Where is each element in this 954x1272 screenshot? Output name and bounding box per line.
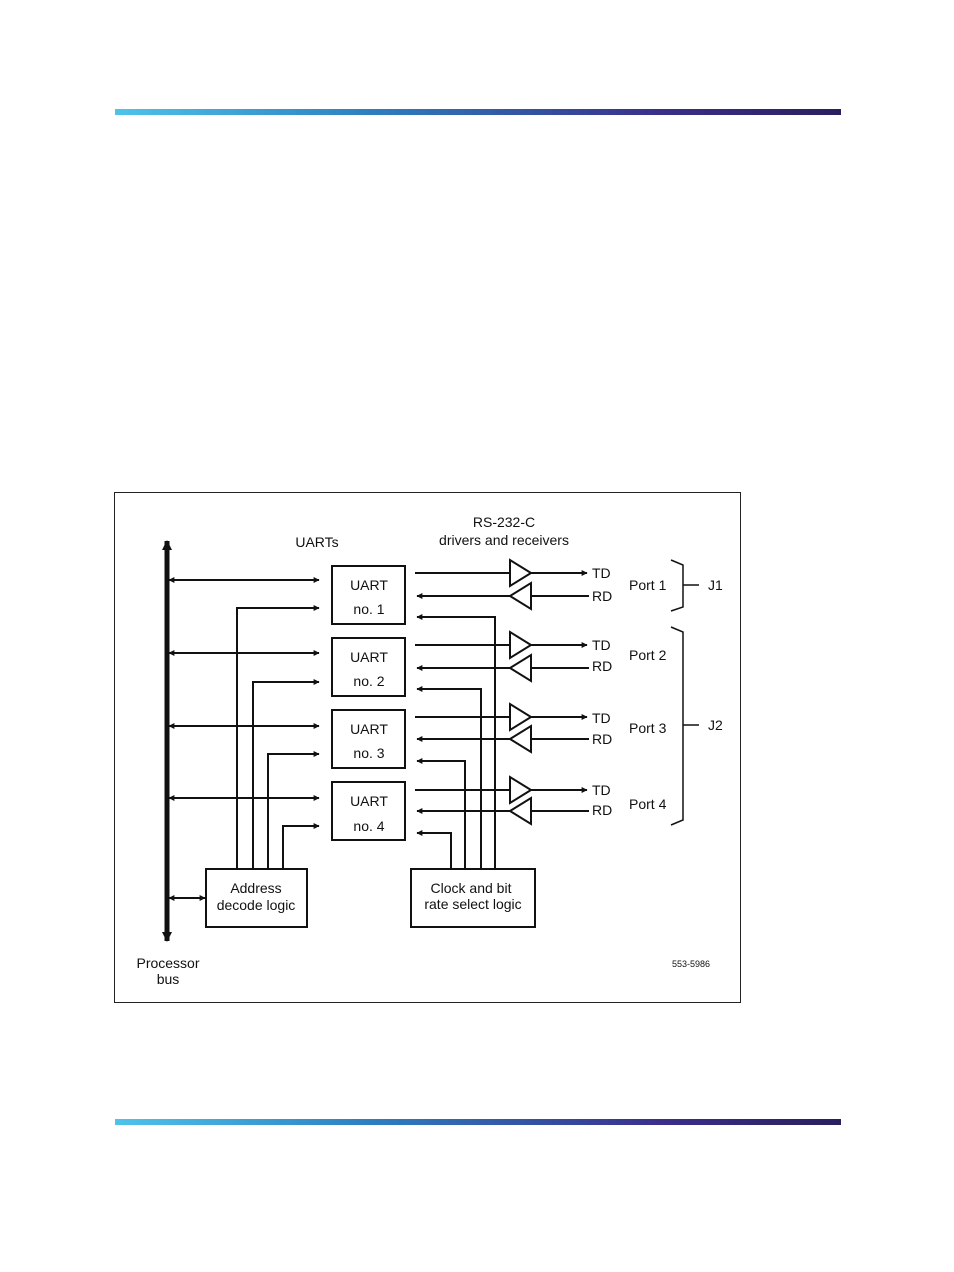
connector-j1-label: J1 (708, 577, 723, 593)
address-decode-block: Address decode logic (206, 869, 307, 927)
svg-text:no. 4: no. 4 (353, 818, 384, 834)
rs232-label-line1: RS-232-C (473, 514, 535, 530)
svg-text:Port 1: Port 1 (629, 577, 667, 593)
connector-braces (671, 560, 699, 825)
svg-text:RD: RD (592, 588, 612, 604)
rs232-label-line2: drivers and receivers (439, 532, 569, 548)
td-rd-lines (415, 573, 589, 811)
svg-text:no. 1: no. 1 (353, 601, 384, 617)
svg-text:Port 2: Port 2 (629, 647, 667, 663)
svg-text:TD: TD (592, 565, 611, 581)
svg-text:UART: UART (350, 793, 388, 809)
uart-4-block: UART no. 4 (332, 782, 405, 840)
svg-text:RD: RD (592, 731, 612, 747)
address-select-lines (237, 608, 319, 869)
header-gradient-rule (115, 109, 841, 115)
svg-text:decode logic: decode logic (217, 897, 296, 913)
clock-lines (417, 617, 495, 869)
uarts-label: UARTs (295, 534, 338, 550)
footer-gradient-rule (115, 1119, 841, 1125)
svg-text:UART: UART (350, 577, 388, 593)
port-labels: Port 1 Port 2 Port 3 Port 4 (629, 577, 667, 812)
svg-text:Port 4: Port 4 (629, 796, 667, 812)
uart-1-block: UART no. 1 (332, 566, 405, 624)
svg-text:UART: UART (350, 721, 388, 737)
svg-text:rate select logic: rate select logic (424, 896, 521, 912)
figure-frame: UART no. 1 UART no. 2 UART no. 3 UART no… (114, 492, 741, 1003)
svg-text:TD: TD (592, 637, 611, 653)
svg-text:Address: Address (230, 880, 281, 896)
clock-rate-block: Clock and bit rate select logic (411, 869, 535, 927)
uart-3-block: UART no. 3 (332, 710, 405, 768)
td-rd-labels: TD RD TD RD TD RD TD RD (592, 565, 612, 818)
connector-j2-label: J2 (708, 717, 723, 733)
svg-text:TD: TD (592, 710, 611, 726)
uart-2-block: UART no. 2 (332, 638, 405, 696)
processor-bus-label-line1: Processor (136, 955, 199, 971)
svg-text:UART: UART (350, 649, 388, 665)
svg-text:Clock and bit: Clock and bit (431, 880, 512, 896)
rs232-drivers-receivers (510, 560, 531, 824)
bus-uart-connections (169, 580, 319, 898)
processor-bus-label-line2: bus (157, 971, 180, 987)
svg-text:no. 2: no. 2 (353, 673, 384, 689)
svg-text:TD: TD (592, 782, 611, 798)
svg-text:RD: RD (592, 802, 612, 818)
figure-id: 553-5986 (672, 959, 710, 969)
uart-block-diagram: UART no. 1 UART no. 2 UART no. 3 UART no… (115, 493, 742, 1004)
svg-text:Port 3: Port 3 (629, 720, 667, 736)
svg-text:RD: RD (592, 658, 612, 674)
svg-text:no. 3: no. 3 (353, 745, 384, 761)
